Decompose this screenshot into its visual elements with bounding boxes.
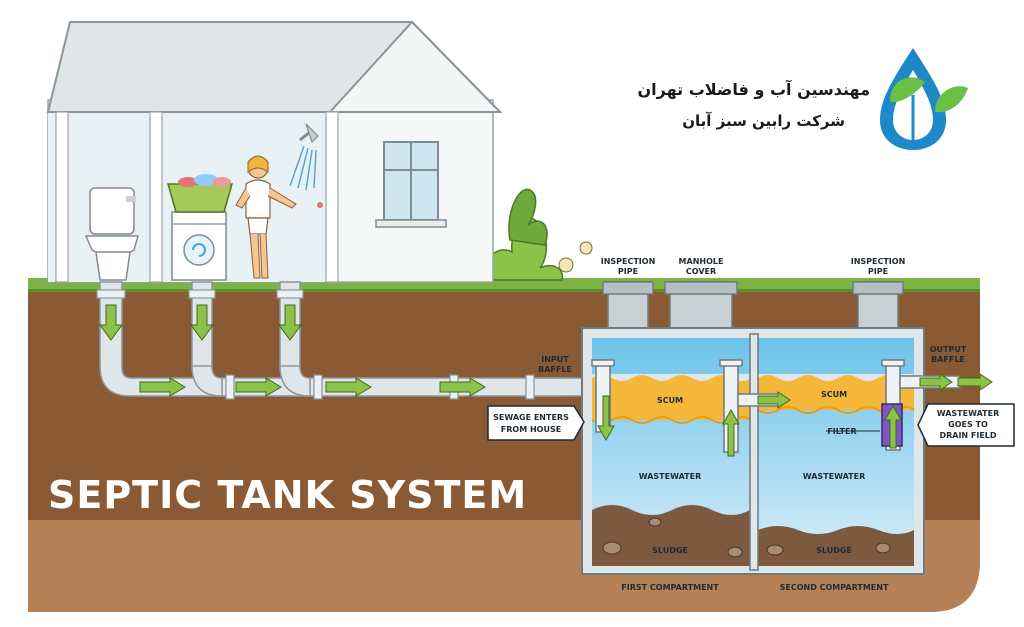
- scum-label-1: SCUM: [657, 396, 683, 405]
- wastewater-goes-l1: WASTEWATER: [937, 409, 999, 418]
- wastewater-goes-l3: DRAIN FIELD: [939, 431, 996, 440]
- washing-machine-icon: [167, 174, 233, 281]
- labels: INSPECTION PIPE MANHOLE COVER INSPECTION…: [493, 257, 999, 592]
- inspection-pipe-right-l2: PIPE: [868, 267, 888, 276]
- wastewater-label-1: WASTEWATER: [639, 472, 701, 481]
- person-icon: [235, 155, 297, 279]
- inspection-pipe-right-l1: INSPECTION: [851, 257, 906, 266]
- diagram-title: SEPTIC TANK SYSTEM: [48, 473, 527, 517]
- wastewater-label-2: WASTEWATER: [803, 472, 865, 481]
- second-compartment-label: SECOND COMPARTMENT: [780, 583, 889, 592]
- manhole-cover-l1: MANHOLE: [679, 257, 724, 266]
- laundry-basket: [167, 183, 233, 213]
- input-baffle-l2: BAFFLE: [538, 365, 572, 374]
- shower-icon: [289, 123, 323, 208]
- first-compartment-label: FIRST COMPARTMENT: [621, 583, 719, 592]
- flow-arrows: [99, 304, 486, 397]
- filter-label: FILTER: [827, 427, 856, 436]
- sewage-callout: [487, 405, 585, 441]
- sludge-label-2: SLUDGE: [816, 546, 852, 555]
- drainfield-callout: [917, 403, 1015, 447]
- sewage-enters-l2: FROM HOUSE: [501, 425, 561, 434]
- wastewater-goes-l2: GOES TO: [948, 420, 988, 429]
- sludge-layer-2: [758, 526, 914, 566]
- inspection-pipe-left-l2: PIPE: [618, 267, 638, 276]
- inspection-pipe-left-l1: INSPECTION: [601, 257, 656, 266]
- output-baffle-l1: OUTPUT: [930, 345, 967, 354]
- toilet-icon: [84, 187, 139, 281]
- input-baffle-l1: INPUT: [541, 355, 569, 364]
- house-window: [375, 141, 447, 228]
- manhole-cover-l2: COVER: [686, 267, 716, 276]
- scum-label-2: SCUM: [821, 390, 847, 399]
- brand-line1: مهندسین آب و فاضلاب تهران: [637, 79, 870, 99]
- sludge-layer-1: [592, 505, 750, 566]
- output-baffle-l2: BAFFLE: [931, 355, 965, 364]
- house-pipes: [96, 281, 601, 400]
- bushes: [482, 188, 593, 281]
- septic-tank: [581, 281, 993, 575]
- water-drop-leaf-logo: [880, 48, 968, 150]
- house: [46, 20, 503, 283]
- brand-line2: شرکت رابین سبز آبان: [682, 112, 845, 130]
- sewage-enters-l1: SEWAGE ENTERS: [493, 413, 569, 422]
- brand: مهندسین آب و فاضلاب تهران شرکت رابین سبز…: [637, 48, 968, 150]
- sludge-label-1: SLUDGE: [652, 546, 688, 555]
